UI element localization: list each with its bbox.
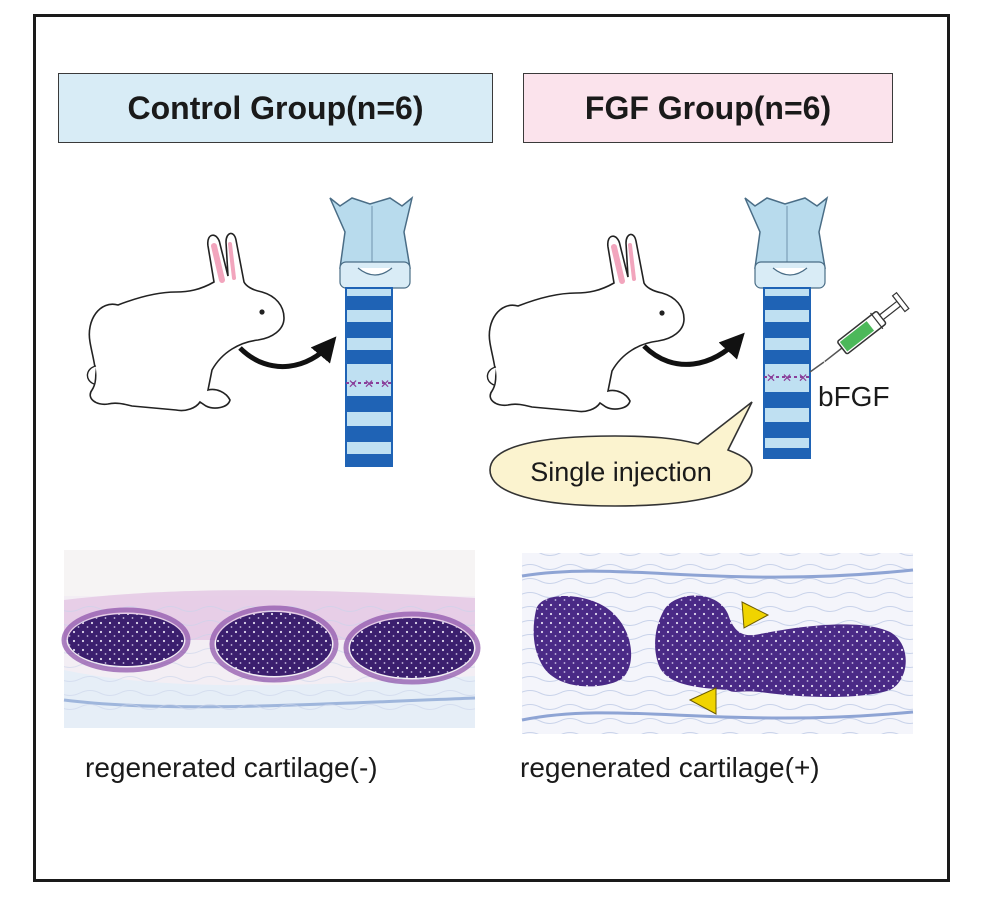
- histology-control: [61, 550, 481, 728]
- single-injection-label: Single injection: [530, 457, 712, 487]
- arrow-fgf: [642, 332, 745, 367]
- control-group-title: Control Group(n=6): [58, 73, 493, 143]
- bfgf-label: bFGF: [818, 381, 890, 412]
- control-caption: regenerated cartilage(-): [85, 752, 378, 783]
- rabbit-control: [86, 232, 285, 412]
- svg-text:✕: ✕: [798, 371, 808, 385]
- svg-text:✕: ✕: [766, 371, 776, 385]
- rabbit-fgf: [486, 233, 685, 413]
- svg-text:✕: ✕: [782, 371, 792, 385]
- fgf-caption: regenerated cartilage(+): [520, 752, 820, 783]
- histology-fgf: [521, 553, 914, 734]
- arrowhead-marker-bottom: [688, 687, 717, 715]
- arrow-control: [238, 336, 337, 370]
- syringe-icon: [824, 291, 910, 363]
- arrowhead-marker-top: [741, 601, 770, 629]
- svg-text:✕: ✕: [364, 377, 374, 391]
- trachea-control: ✕ ✕ ✕: [329, 196, 414, 467]
- fgf-group-title: FGF Group(n=6): [523, 73, 893, 143]
- svg-text:✕: ✕: [348, 377, 358, 391]
- trachea-fgf: ✕ ✕ ✕: [744, 196, 829, 459]
- single-injection-bubble: Single injection: [489, 401, 753, 507]
- needle-line: [809, 361, 825, 373]
- svg-text:✕: ✕: [380, 377, 390, 391]
